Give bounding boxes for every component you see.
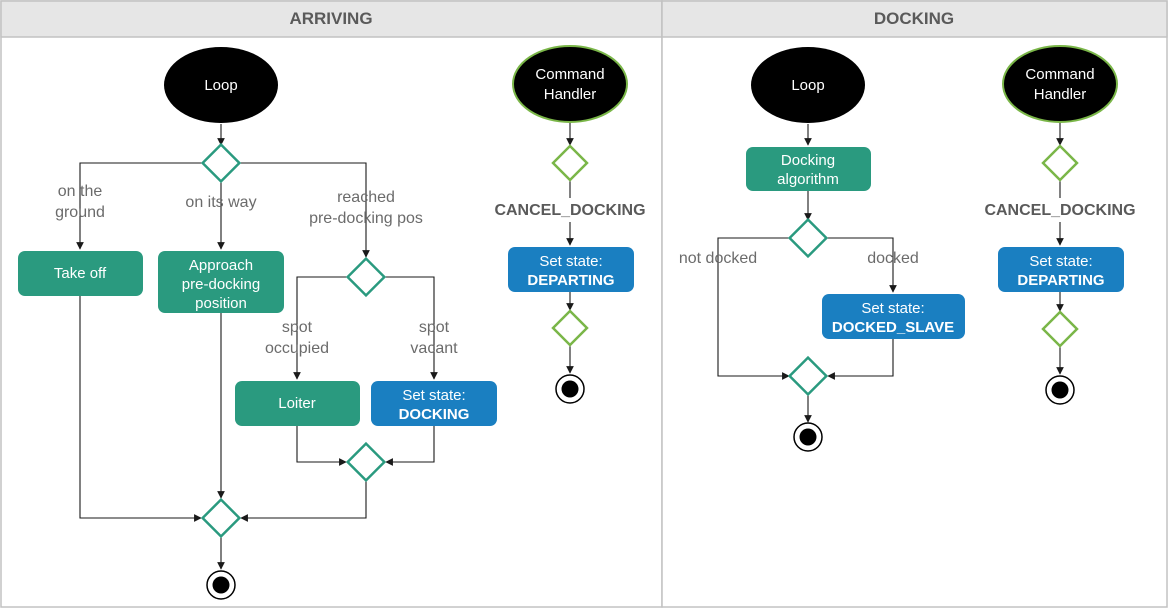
arriving-command-handler-start: Command Handler: [512, 45, 628, 123]
docking-cmd-decision-2: [1041, 310, 1079, 348]
set-state-docking-label-1: Set state:: [402, 387, 465, 404]
approach-node: Approach pre-docking position: [158, 251, 284, 313]
docking-decision: [787, 217, 829, 259]
docking-command-handler-label-2: Handler: [1034, 86, 1087, 103]
docking-algorithm-label-1: Docking: [781, 152, 835, 169]
approach-label-2: pre-docking: [182, 276, 260, 293]
arriving-decision-1: [200, 142, 242, 184]
arriving-command-handler-label-1: Command: [535, 66, 604, 83]
arriving-cmd-end-node: [555, 374, 585, 404]
set-state-docked-slave-label-2: DOCKED_SLAVE: [832, 319, 954, 336]
set-state-docking-label-2: DOCKING: [399, 406, 470, 423]
docking-command-handler-label-1: Command: [1025, 66, 1094, 83]
arriving-set-state-departing-label-1: Set state:: [539, 253, 602, 270]
branch-label-occupied-1: spot: [282, 319, 313, 336]
arriving-cmd-decision-2: [551, 309, 589, 347]
lane-header-docking: [661, 0, 1168, 38]
lane-header-arriving: [0, 0, 663, 38]
branch-label-ground-2: ground: [55, 204, 105, 221]
arriving-set-state-departing-label-2: DEPARTING: [527, 272, 614, 289]
docking-set-state-departing-label-1: Set state:: [1029, 253, 1092, 270]
branch-label-not-docked: not docked: [679, 250, 757, 267]
lane-title-docking: DOCKING: [874, 9, 954, 28]
branch-label-reached-1: reached: [337, 189, 395, 206]
branch-label-vacant-1: spot: [419, 319, 450, 336]
docking-algorithm-label-2: algorithm: [777, 171, 839, 188]
loiter-label: Loiter: [278, 395, 316, 412]
docking-loop-start: Loop: [751, 47, 865, 123]
take-off-node: Take off: [18, 251, 143, 296]
branch-label-occupied-2: occupied: [265, 340, 329, 357]
arriving-end-node: [206, 570, 236, 600]
arriving-loop-label: Loop: [204, 77, 237, 94]
arriving-merge-1: [345, 441, 387, 483]
lane-title-arriving: ARRIVING: [289, 9, 372, 28]
docking-set-state-departing-label-2: DEPARTING: [1017, 272, 1104, 289]
docking-command-handler-start: Command Handler: [1002, 45, 1118, 123]
branch-label-on-its-way: on its way: [185, 194, 256, 211]
take-off-label: Take off: [54, 265, 107, 282]
docking-cmd-end-node: [1045, 375, 1075, 405]
set-state-docked-slave-node: Set state: DOCKED_SLAVE: [822, 294, 965, 339]
docking-loop-label: Loop: [791, 77, 824, 94]
set-state-docked-slave-label-1: Set state:: [861, 300, 924, 317]
branch-label-ground-1: on the: [58, 183, 103, 200]
arriving-decision-2: [345, 256, 387, 298]
arriving-merge-2: [200, 497, 242, 539]
set-state-docking-node: Set state: DOCKING: [371, 381, 497, 426]
arriving-cancel-docking-label: CANCEL_DOCKING: [494, 202, 645, 219]
branch-label-docked: docked: [867, 250, 919, 267]
docking-merge: [787, 355, 829, 397]
arriving-loop-start: Loop: [164, 47, 278, 123]
docking-edges: [717, 123, 1064, 423]
branch-label-reached-2: pre-docking pos: [309, 210, 423, 227]
docking-end-node: [793, 422, 823, 452]
docking-cmd-decision-1: [1041, 144, 1079, 182]
arriving-edges: [76, 123, 574, 570]
approach-label-3: position: [195, 295, 247, 312]
docking-algorithm-node: Docking algorithm: [746, 147, 871, 191]
approach-label-1: Approach: [189, 257, 253, 274]
loiter-node: Loiter: [235, 381, 360, 426]
arriving-set-state-departing-node: Set state: DEPARTING: [508, 247, 634, 292]
branch-label-vacant-2: vacant: [410, 340, 458, 357]
arriving-cmd-decision-1: [551, 144, 589, 182]
docking-set-state-departing-node: Set state: DEPARTING: [998, 247, 1124, 292]
arriving-command-handler-label-2: Handler: [544, 86, 597, 103]
docking-cancel-docking-label: CANCEL_DOCKING: [984, 202, 1135, 219]
